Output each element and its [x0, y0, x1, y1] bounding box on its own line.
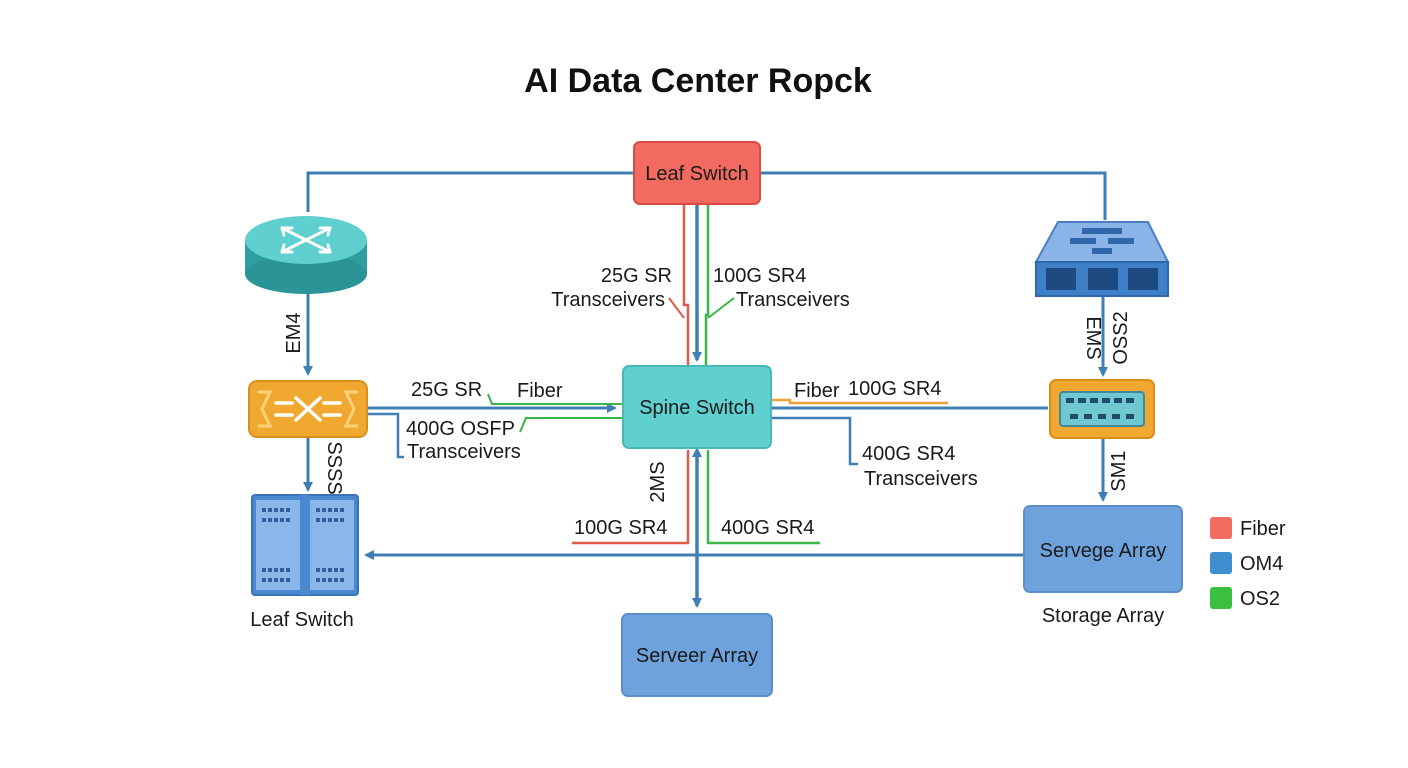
label-bottom-400g: 400G SR4	[721, 517, 814, 539]
link-transceiver-bracket	[368, 412, 404, 459]
label-top-left-1: 25G SR	[601, 265, 672, 287]
legend-swatch-fiber	[1210, 517, 1232, 539]
label-top-right-1: 100G SR4	[713, 265, 806, 287]
label-left-400g-1: 400G OSFP	[406, 418, 515, 440]
spine-switch[interactable]: Spine Switch	[622, 365, 772, 449]
server-array[interactable]: Serveer Array	[621, 613, 773, 697]
label-left-400g-2: Transceivers	[407, 441, 521, 463]
link-leaf-spine-fiber	[682, 205, 690, 366]
storage-array-caption: Storage Array	[1042, 605, 1164, 627]
server-rack-icon[interactable]	[251, 494, 359, 596]
tick-top-right	[707, 297, 735, 319]
link-labels: 25G SR Transceivers 100G SR4 Transceiver…	[283, 265, 1132, 539]
label-em4: EM4	[283, 312, 305, 353]
legend-swatch-os2	[1210, 587, 1232, 609]
network-appliance-icon[interactable]	[1034, 221, 1170, 297]
label-right-100g: 100G SR4	[848, 378, 941, 400]
storage-array-label: Servege Array	[1040, 540, 1167, 562]
router-icon[interactable]	[245, 216, 367, 294]
leaf-switch-top-label: Leaf Switch	[645, 163, 748, 185]
tick-top-left	[668, 297, 685, 319]
leaf-switch-bottom-caption: Leaf Switch	[250, 609, 353, 631]
legend-item-os2: OS2	[1210, 587, 1280, 610]
label-ems: EMS	[1082, 316, 1104, 359]
link-spine-right-transceiver	[772, 416, 858, 466]
label-left-fiber: Fiber	[517, 380, 563, 402]
patch-panel-icon[interactable]	[1049, 379, 1155, 439]
link-spine-server-os2	[706, 450, 820, 545]
link-switch-spine-os2-a	[487, 393, 622, 405]
label-left-25g: 25G SR	[411, 379, 482, 401]
label-right-400g-1: 400G SR4	[862, 443, 955, 465]
label-top-left-2: Transceivers	[551, 289, 665, 311]
link-switch-spine-os2-b	[519, 417, 622, 433]
legend-label-om4: OM4	[1240, 553, 1283, 575]
diagram-title: AI Data Center Ropck	[524, 62, 872, 100]
link-spine-server-fiber	[572, 450, 690, 545]
server-array-label: Serveer Array	[636, 645, 758, 667]
legend-label-fiber: Fiber	[1240, 518, 1286, 540]
leaf-switch-top[interactable]: Leaf Switch	[633, 141, 761, 205]
label-2ms: 2MS	[647, 461, 669, 502]
link-leaf-spine-os2	[704, 205, 710, 366]
connections	[303, 171, 1108, 608]
link-leaf-top-device	[760, 171, 1107, 220]
mux-switch-icon[interactable]	[248, 380, 368, 438]
spine-switch-label: Spine Switch	[639, 397, 755, 419]
legend-item-om4: OM4	[1210, 552, 1283, 575]
storage-array[interactable]: Servege Array	[1023, 505, 1183, 593]
label-top-right-2: Transceivers	[736, 289, 850, 311]
legend: Fiber OM4 OS2	[1210, 517, 1286, 610]
label-ssss: SSSS	[323, 441, 345, 494]
link-router-leaf-top	[306, 171, 636, 212]
legend-label-os2: OS2	[1240, 588, 1280, 610]
legend-item-fiber: Fiber	[1210, 517, 1286, 540]
label-oss2: OSS2	[1110, 311, 1132, 364]
label-right-400g-2: Transceivers	[864, 468, 978, 490]
label-bottom-100g: 100G SR4	[574, 517, 667, 539]
legend-swatch-om4	[1210, 552, 1232, 574]
label-sm1: SM1	[1108, 450, 1130, 491]
label-right-fiber: Fiber	[794, 380, 840, 402]
link-spine-panel-fiber	[772, 398, 948, 405]
